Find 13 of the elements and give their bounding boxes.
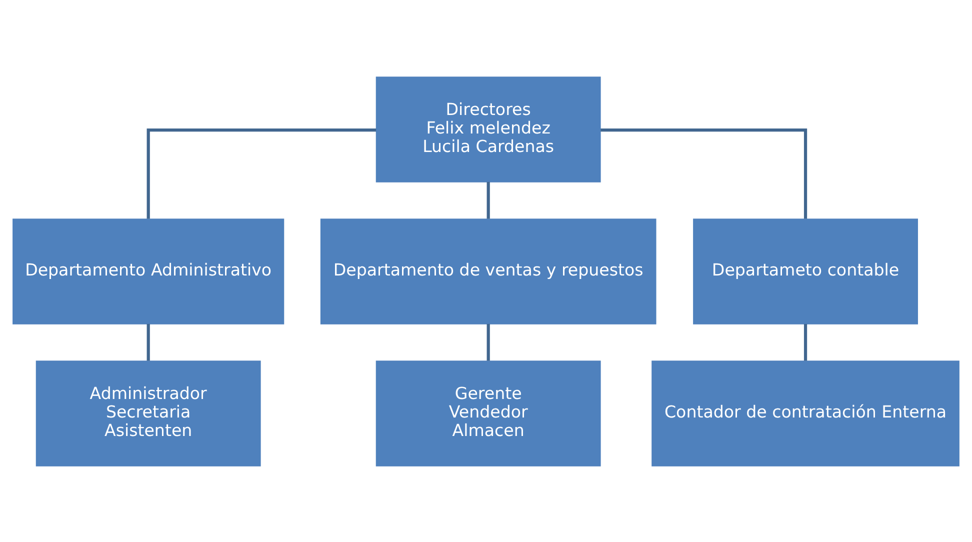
connector: [804, 323, 808, 360]
node-box: Contador de contratación Enterna: [652, 360, 960, 466]
connector: [146, 323, 150, 360]
node-box: Gerente Vendedor Almacen: [376, 360, 601, 466]
connector: [146, 128, 376, 218]
connector: [486, 181, 490, 218]
node-box: Departamento Administrativo: [12, 218, 284, 324]
node-box: Departameto contable: [693, 218, 918, 324]
node-box: Departamento de ventas y repuestos: [320, 218, 656, 324]
node-box: Directores Felix melendez Lucila Cardenas: [376, 76, 601, 182]
connector: [600, 128, 808, 218]
node-box: Administrador Secretaria Asistenten: [36, 360, 261, 466]
connector: [486, 323, 490, 360]
